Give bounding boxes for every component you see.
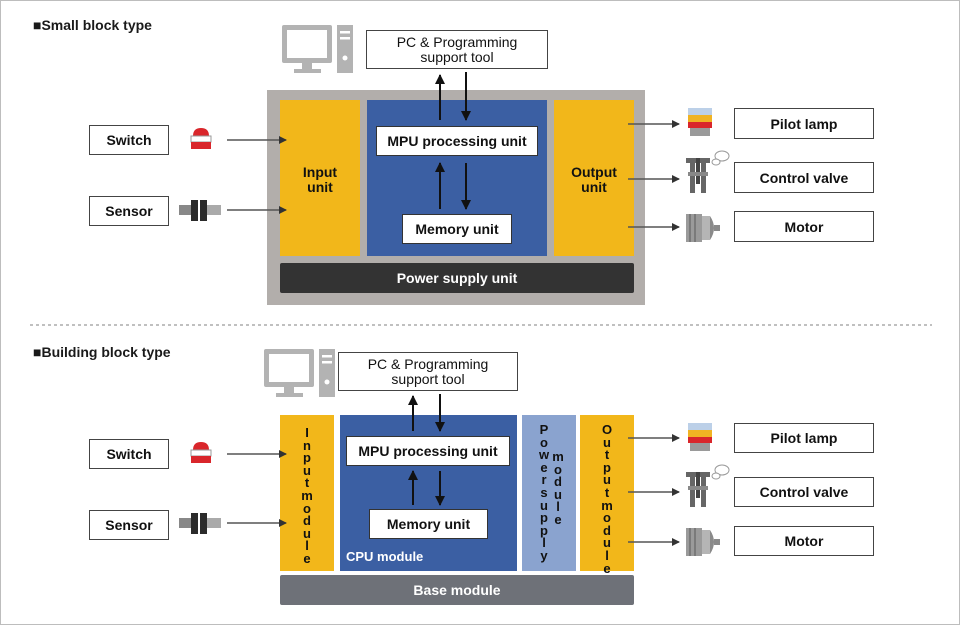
building-block-title: ■Building block type [33, 344, 171, 360]
input-unit-label: Input unit [302, 164, 338, 195]
memory-unit: Memory unit [402, 214, 512, 244]
input-module [280, 415, 334, 571]
sensor-box: Sensor [89, 196, 169, 226]
control-valve-icon [686, 150, 730, 193]
control-valve-icon [686, 464, 730, 507]
mpu-processing-unit: MPU processing unit [376, 126, 538, 156]
power-supply-module [522, 415, 576, 571]
pilot-lamp-icon [688, 108, 712, 136]
push-switch-icon [190, 128, 212, 149]
sensor-icon [179, 513, 221, 534]
sensor-icon [179, 200, 221, 221]
output-unit-label: Output unit [571, 164, 617, 195]
computer-icon [282, 25, 353, 73]
switch-box: Switch [89, 125, 169, 155]
mpu-processing-unit: MPU processing unit [346, 436, 510, 466]
cpu-module-label: CPU module [346, 549, 424, 564]
sensor-box: Sensor [89, 510, 169, 540]
motor-icon [686, 528, 720, 556]
power-supply-unit: Power supply unit [280, 263, 634, 293]
memory-unit: Memory unit [369, 509, 488, 539]
pilot-lamp-box: Pilot lamp [734, 108, 874, 139]
switch-box: Switch [89, 439, 169, 469]
input-unit [280, 100, 360, 256]
pc-support-tool-box: PC & Programming support tool [366, 30, 548, 69]
output-module [580, 415, 634, 571]
output-unit [554, 100, 634, 256]
motor-icon [686, 214, 720, 242]
computer-icon [264, 349, 335, 397]
small-block-title: ■Small block type [33, 17, 152, 33]
push-switch-icon [190, 442, 212, 463]
pc-support-tool-box: PC & Programming support tool [338, 352, 518, 391]
control-valve-box: Control valve [734, 477, 874, 507]
motor-box: Motor [734, 211, 874, 242]
control-valve-box: Control valve [734, 162, 874, 193]
motor-box: Motor [734, 526, 874, 556]
pilot-lamp-icon [688, 423, 712, 451]
pilot-lamp-box: Pilot lamp [734, 423, 874, 453]
base-module: Base module [280, 575, 634, 605]
